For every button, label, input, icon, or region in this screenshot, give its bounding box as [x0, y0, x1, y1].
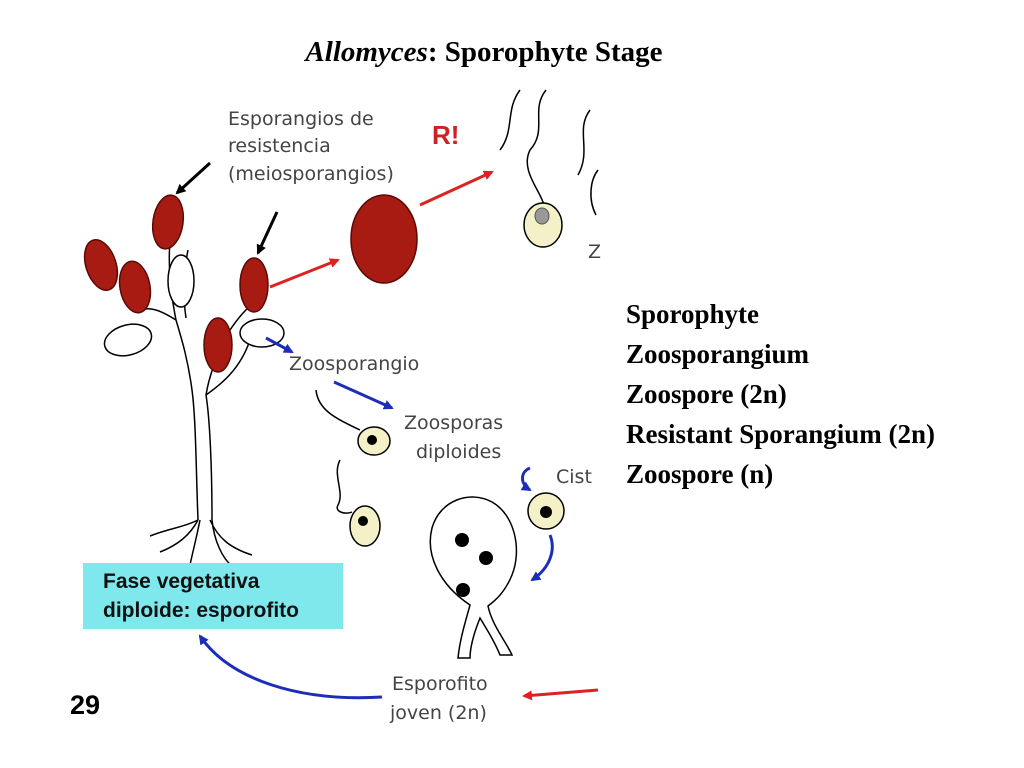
label-resistencia: resistencia: [228, 135, 331, 157]
nucleus: [455, 533, 469, 547]
resistant-sporangium: [83, 239, 119, 291]
label-meiosporangios: (meiosporangios): [228, 163, 394, 185]
flagellum: [499, 89, 521, 151]
zoospore-nucleus: [534, 207, 550, 225]
blue-arrow-to-cyst: [520, 466, 532, 492]
flagellum: [526, 89, 547, 206]
partial-zoospore: [590, 169, 599, 216]
young-sporophyte-body: [429, 496, 518, 659]
title-rest: : Sporophyte Stage: [427, 36, 663, 68]
nucleus: [479, 551, 493, 565]
blue-arrow-cyst-to-sporophyte: [530, 534, 554, 582]
resistant-sporangium: [239, 257, 269, 313]
vegetative-phase-label: Fase vegetativa diploide: esporofito: [83, 563, 343, 629]
page-number: 29: [70, 690, 101, 720]
nucleus: [456, 583, 470, 597]
flagellum: [577, 109, 591, 176]
cyst: [527, 492, 565, 530]
haploid-zoospores: [499, 89, 599, 248]
legend-item: Zoosporangium: [626, 339, 810, 369]
red-arrow-to-large-sporangium: [269, 258, 340, 289]
label-diploides: diploides: [416, 441, 501, 463]
red-arrow-to-haploid-zoospores: [419, 170, 494, 207]
resistant-sporangium: [151, 194, 185, 250]
blue-arrow-to-zoospores: [333, 380, 394, 410]
sporophyte-trunk: [175, 319, 199, 521]
diploid-zoospore: [349, 505, 381, 547]
legend-item: Zoospore (2n): [626, 379, 787, 409]
zoosporangia: [103, 254, 285, 357]
label-cist: Cist: [556, 466, 592, 488]
label-joven: joven (2n): [389, 702, 487, 724]
pointer-arrow: [256, 211, 279, 255]
legend-item: Sporophyte: [626, 299, 760, 329]
label-esporangios: Esporangios de: [228, 108, 374, 130]
slide-title: Allomyces: Sporophyte Stage: [0, 36, 968, 69]
fase-line-1: Fase vegetativa: [103, 570, 260, 593]
zoospore-nucleus: [358, 516, 368, 526]
flagellum: [336, 459, 353, 514]
label-zoosporangio: Zoosporangio: [289, 353, 419, 375]
label-esporofito: Esporofito: [392, 673, 488, 695]
legend-list: Sporophyte Zoosporangium Zoospore (2n) R…: [626, 294, 935, 494]
legend-item: Zoospore (n): [626, 459, 774, 489]
resistant-sporangium-large: [350, 194, 418, 284]
resistant-sporangium: [118, 260, 152, 314]
haploid-zoospore: [523, 202, 563, 248]
blue-arrow-zoosporangium: [265, 336, 294, 354]
resistant-sporangium: [203, 317, 233, 373]
zoospore-nucleus: [367, 435, 377, 445]
diploid-zoospores: [315, 389, 391, 547]
sporophyte-roots: [149, 519, 253, 567]
young-sporophyte: [429, 496, 518, 659]
title-genus: Allomyces: [305, 36, 428, 68]
label-r-mark: R!: [432, 120, 459, 150]
resistant-sporangia: [83, 194, 269, 373]
cyst-nucleus: [540, 506, 552, 518]
zoosporangium: [239, 318, 285, 348]
label-zoosporas: Zoosporas: [404, 412, 503, 434]
fase-line-2: diploide: esporofito: [103, 599, 299, 622]
pointer-arrow: [175, 161, 212, 195]
zoosporangium: [167, 254, 195, 308]
zoosporangium: [103, 323, 153, 357]
flagellum: [315, 389, 361, 431]
red-arrow-to-young-sporophyte: [522, 688, 599, 701]
legend-item: Resistant Sporangium (2n): [626, 419, 936, 449]
blue-arrow-to-vegetative-phase: [198, 634, 383, 700]
label-z-partial: Z: [588, 241, 601, 263]
